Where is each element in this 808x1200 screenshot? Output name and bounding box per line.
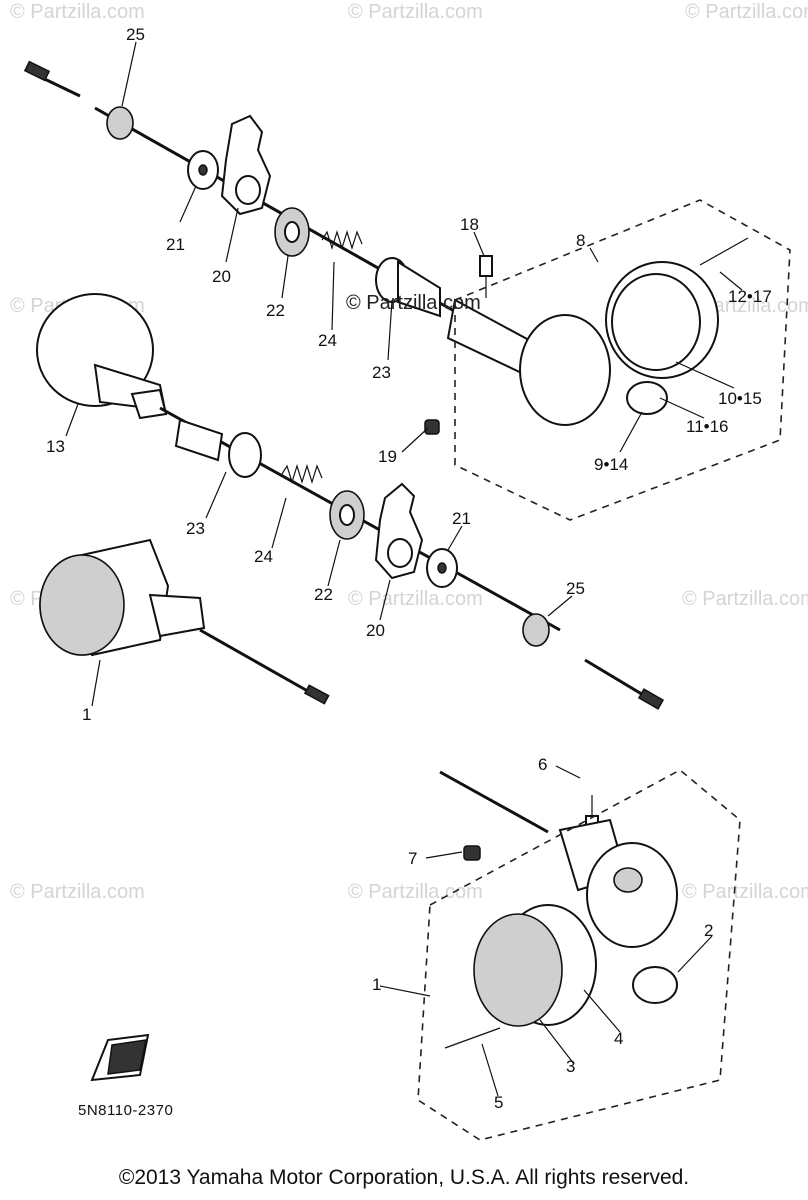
bulb-9-icon — [626, 381, 668, 415]
screw-12-icon — [699, 237, 749, 266]
callout-6: 6 — [538, 755, 547, 774]
housing-body-icon — [519, 314, 611, 426]
watermark: © Partzilla.com — [10, 881, 145, 903]
wire — [439, 770, 549, 834]
spring-24-icon — [321, 229, 363, 251]
callout-20: 20 — [212, 267, 231, 286]
reference-icon — [90, 1033, 150, 1082]
connector-icon — [303, 684, 330, 705]
callout-23: 23 — [372, 363, 391, 382]
callout-13: 13 — [46, 437, 65, 456]
callout-9-14: 9•14 — [594, 455, 628, 474]
callout-19: 19 — [378, 447, 397, 466]
nut-7-icon — [463, 845, 481, 861]
reflector-icon — [586, 842, 678, 948]
bulb-2-icon — [632, 966, 678, 1004]
nut-25-icon — [522, 613, 550, 647]
callout-4: 4 — [614, 1029, 623, 1048]
watermark: © Partzilla.com — [348, 1, 483, 23]
nut-25-icon — [106, 106, 134, 140]
callout-2: 2 — [704, 921, 713, 940]
callout-21: 21 — [452, 509, 471, 528]
leader-lines — [65, 41, 743, 1097]
callout-22: 22 — [266, 301, 285, 320]
callout-20: 20 — [366, 621, 385, 640]
screw-5-icon — [444, 1027, 501, 1049]
diagram-code: 5N8110-2370 — [78, 1102, 174, 1119]
callout-23: 23 — [186, 519, 205, 538]
collar-23-icon — [174, 418, 224, 462]
callout-11-16: 11•16 — [686, 417, 729, 436]
callout-7: 7 — [408, 849, 417, 868]
watermark: © Partzilla.com — [348, 881, 483, 903]
upper-assembly — [23, 60, 791, 521]
callout-1: 1 — [82, 705, 91, 724]
callout-12-17: 12•17 — [728, 287, 772, 306]
callout-labels: 25 21 20 22 24 23 18 8 12•17 10•15 11•16… — [46, 25, 772, 1112]
assembly-box-8 — [454, 199, 791, 521]
callout-1: 1 — [372, 975, 381, 994]
callout-25: 25 — [566, 579, 585, 598]
front-signal-exploded — [417, 769, 741, 1141]
callout-24: 24 — [254, 547, 273, 566]
wire — [199, 628, 321, 700]
callout-22: 22 — [314, 585, 333, 604]
callout-3: 3 — [566, 1057, 575, 1076]
front-signal-left — [39, 538, 330, 705]
callout-21: 21 — [166, 235, 185, 254]
watermark: © Partzilla.com — [685, 1, 808, 23]
lens-3-icon — [473, 913, 563, 1027]
callout-18: 18 — [460, 215, 479, 234]
callout-10-15: 10•15 — [718, 389, 762, 408]
watermark: © Partzilla.com — [682, 881, 808, 903]
middle-assembly — [36, 293, 665, 710]
callout-5: 5 — [494, 1093, 503, 1112]
callout-25: 25 — [126, 25, 145, 44]
bolt-18-icon — [479, 255, 493, 277]
spring-24-icon — [281, 463, 323, 485]
callout-24: 24 — [318, 331, 337, 350]
connector-icon — [637, 688, 665, 710]
watermark: © Partzilla.com — [682, 588, 808, 610]
connector-icon — [23, 60, 51, 82]
watermark: © Partzilla.com — [10, 1, 145, 23]
center-watermark: © Partzilla.com — [346, 292, 481, 314]
watermark-layer: © Partzilla.com © Partzilla.com © Partzi… — [10, 1, 808, 903]
copyright-notice: ©2013 Yamaha Motor Corporation, U.S.A. A… — [118, 1166, 690, 1189]
nut-19-icon — [424, 419, 440, 435]
callout-8: 8 — [576, 231, 585, 250]
watermark: © Partzilla.com — [348, 588, 483, 610]
